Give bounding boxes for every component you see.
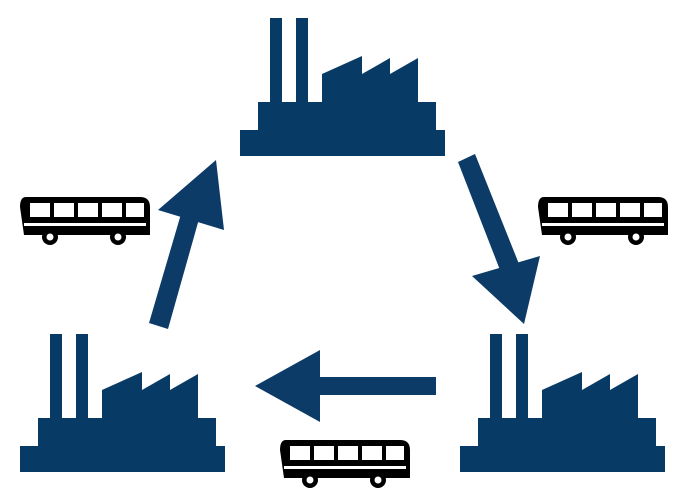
factory-icon bbox=[240, 18, 445, 156]
bus-icon bbox=[20, 197, 150, 245]
bus-icon bbox=[280, 440, 410, 488]
bus-icon bbox=[538, 197, 668, 245]
factory-icon bbox=[460, 334, 665, 472]
arrow-icon bbox=[458, 154, 540, 324]
arrow-icon bbox=[255, 350, 436, 422]
factory-icon bbox=[20, 334, 225, 472]
arrow-icon bbox=[149, 160, 224, 329]
